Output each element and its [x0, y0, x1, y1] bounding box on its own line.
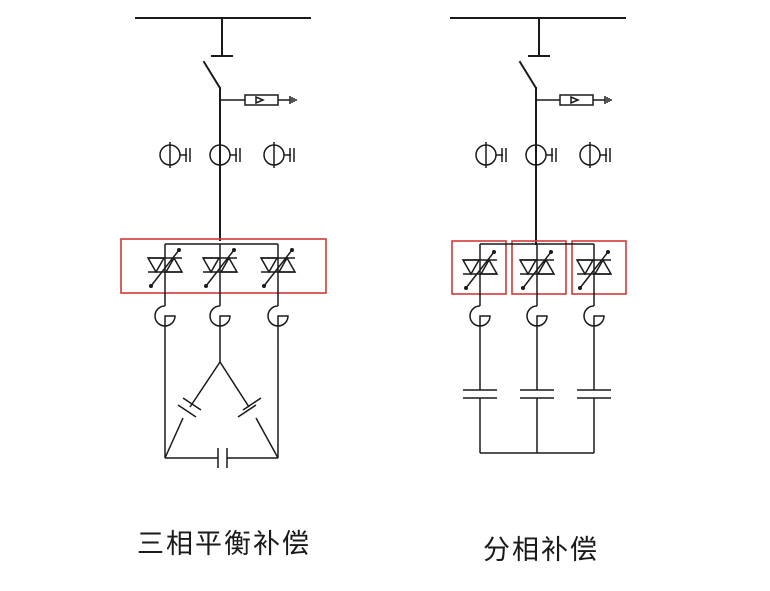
thyristor-switch-icon: [259, 244, 297, 288]
split-phase-circuit: [450, 17, 627, 454]
capacitor-icon: [577, 389, 611, 453]
current-transformer-icon: [525, 144, 557, 166]
thyristor-group-box: [120, 238, 327, 294]
thyristor-switch-icon: [518, 244, 556, 290]
surge-arrester-right: [536, 94, 612, 106]
thyristor-switch-icon: [575, 244, 613, 290]
reactor-icon: [267, 288, 289, 340]
reactor-icon: [154, 288, 176, 340]
thyristor-box-phase-a: [451, 240, 507, 295]
caption-three-phase-balanced: 三相平衡补偿: [137, 529, 311, 560]
reactor-icon: [209, 288, 231, 362]
thyristor-switch-icon: [461, 244, 499, 290]
caption-split-phase: 分相补偿: [483, 535, 599, 566]
current-transformer-icon: [475, 142, 507, 168]
thyristor-box-phase-b: [511, 240, 567, 295]
current-transformer-icon: [579, 142, 611, 168]
three-phase-balanced-circuit: [120, 17, 327, 468]
disconnect-switch-right: [518, 60, 538, 90]
current-transformer-icon: [263, 142, 295, 168]
thyristor-box-phase-c: [571, 240, 627, 295]
capacitor-icon: [520, 389, 554, 453]
capacitor-icon: [463, 389, 497, 453]
surge-arrester-left: [220, 94, 297, 106]
reactor-icon: [526, 290, 548, 390]
reactor-icon: [583, 290, 605, 390]
capacitor-icon: [237, 404, 257, 418]
capacitor-icon: [177, 404, 197, 418]
delta-capacitor-bank: [164, 340, 279, 468]
current-transformer-icon: [159, 142, 191, 168]
disconnect-switch-left: [202, 60, 222, 90]
thyristor-switch-icon: [201, 244, 239, 288]
reactor-icon: [469, 290, 491, 390]
thyristor-switch-icon: [146, 244, 184, 288]
current-transformer-icon: [209, 144, 241, 166]
